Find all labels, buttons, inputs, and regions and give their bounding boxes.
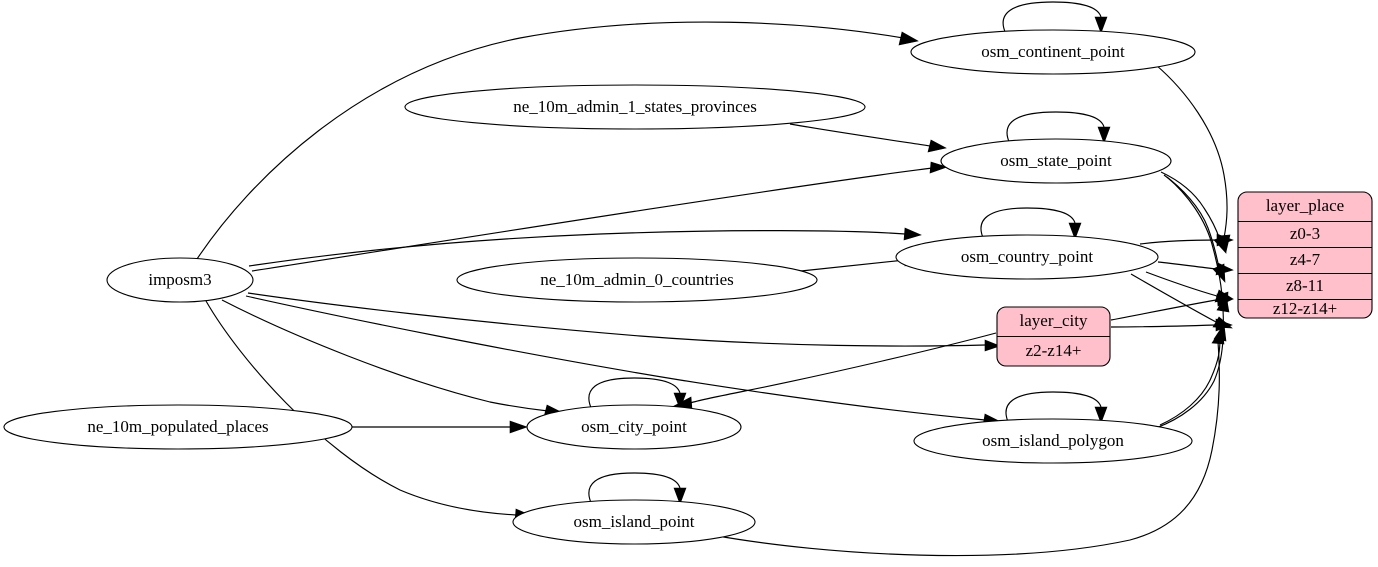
node-osm-state-point-label: osm_state_point <box>1000 151 1112 170</box>
node-ne-10m-populated-places[interactable]: ne_10m_populated_places <box>3 404 353 450</box>
node-ne-countries-label: ne_10m_admin_0_countries <box>540 270 734 289</box>
layer-place-box[interactable] <box>1237 191 1373 319</box>
edge-imposm3-to-layer-city <box>247 292 1001 352</box>
record-node-layer-place[interactable]: layer_place z0-3 z4-7 z8-11 z12-z14+ <box>1237 191 1373 319</box>
node-layer: imposm3 ne_10m_admin_1_states_provinces … <box>3 29 1373 545</box>
edge-ne-states-to-osm-state-point <box>789 123 947 153</box>
self-loop-osm-state-point <box>1006 111 1111 145</box>
node-ne-10m-admin-1-states-provinces[interactable]: ne_10m_admin_1_states_provinces <box>404 84 866 130</box>
layer-place-row-z8-11-label: z8-11 <box>1286 276 1324 295</box>
edge-osm-country-point-to-layer-place-z4-7 <box>1157 261 1234 276</box>
node-ne-10m-admin-0-countries[interactable]: ne_10m_admin_0_countries <box>456 257 818 303</box>
node-osm-country-point-label: osm_country_point <box>961 247 1093 266</box>
edge-layer <box>196 1 1234 557</box>
node-osm-island-point-label: osm_island_point <box>574 512 695 531</box>
layer-city-row-z2-z14-label: z2-z14+ <box>1026 341 1082 360</box>
node-osm-continent-point-label: osm_continent_point <box>981 42 1125 61</box>
node-imposm3-label: imposm3 <box>148 270 211 289</box>
node-osm-city-point[interactable]: osm_city_point <box>526 404 742 450</box>
edge-layer-city-to-osm-city-point <box>673 332 997 410</box>
node-ne-populated-label: ne_10m_populated_places <box>87 417 268 436</box>
node-osm-island-polygon[interactable]: osm_island_polygon <box>913 418 1193 464</box>
layer-place-row-z4-7-label: z4-7 <box>1290 250 1321 269</box>
layer-place-row-z12-z14-label: z12-z14+ <box>1273 299 1337 318</box>
layer-place-row-z0-3-label: z0-3 <box>1290 224 1320 243</box>
record-node-layer-city[interactable]: layer_city z2-z14+ <box>996 306 1111 367</box>
layer-city-header-label: layer_city <box>1020 311 1088 330</box>
edge-imposm3-to-osm-city-point <box>221 299 564 418</box>
edge-imposm3-to-osm-continent-point <box>196 21 919 260</box>
self-loop-osm-continent-point <box>1002 1 1108 35</box>
node-imposm3[interactable]: imposm3 <box>106 257 254 303</box>
edge-osm-country-point-to-layer-place-z0-3 <box>1139 233 1234 247</box>
edge-ne-populated-to-osm-city-point <box>352 420 528 434</box>
node-osm-island-point[interactable]: osm_island_point <box>512 499 756 545</box>
node-osm-continent-point[interactable]: osm_continent_point <box>910 29 1196 75</box>
node-osm-island-polygon-label: osm_island_polygon <box>982 431 1124 450</box>
node-osm-country-point[interactable]: osm_country_point <box>895 234 1159 280</box>
edge-imposm3-to-osm-country-point <box>248 227 922 267</box>
self-loop-osm-island-point <box>588 472 687 506</box>
edge-osm-island-point-to-layer-place-z12-z14 <box>711 327 1225 557</box>
node-ne-states-label: ne_10m_admin_1_states_provinces <box>513 97 757 116</box>
self-loop-osm-island-polygon <box>1005 391 1108 425</box>
node-osm-city-point-label: osm_city_point <box>581 417 687 436</box>
node-osm-state-point[interactable]: osm_state_point <box>940 138 1172 184</box>
edge-imposm3-to-osm-state-point <box>251 161 948 272</box>
layer-place-header-label: layer_place <box>1266 196 1344 215</box>
self-loop-osm-country-point <box>980 207 1082 241</box>
